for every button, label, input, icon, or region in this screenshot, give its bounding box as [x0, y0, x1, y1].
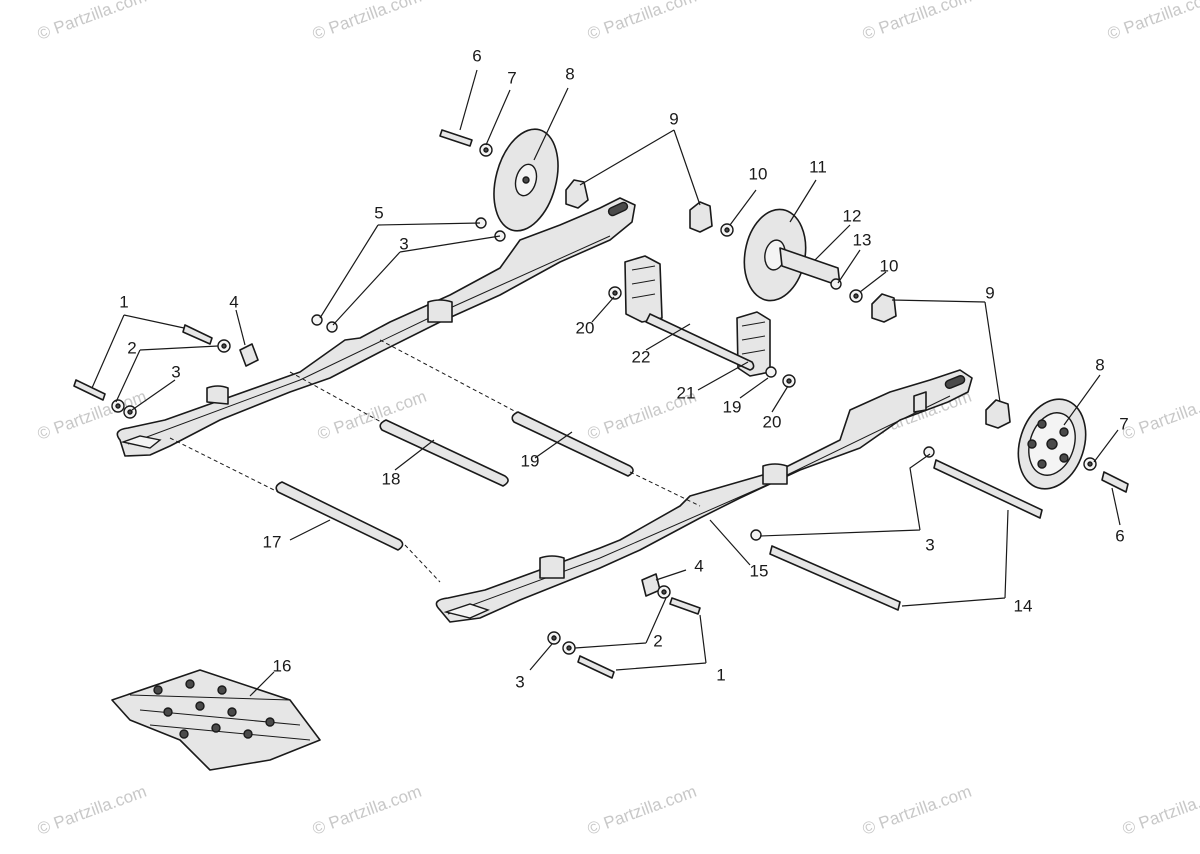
watermark: © Partzilla.com	[860, 0, 974, 44]
callout-9: 9	[669, 109, 678, 128]
watermark: © Partzilla.com	[1120, 782, 1200, 839]
callout-6: 6	[1115, 526, 1124, 545]
cross-shafts	[169, 339, 701, 583]
callout-8: 8	[1095, 355, 1104, 374]
callout-3: 3	[399, 234, 408, 253]
watermark: © Partzilla.com	[310, 782, 424, 839]
callout-22: 22	[632, 347, 651, 366]
idler-wheels	[493, 128, 1087, 490]
callout-13: 13	[853, 230, 872, 249]
callout-15: 15	[750, 561, 769, 580]
callout-2: 2	[653, 631, 662, 650]
callout-7: 7	[1119, 414, 1128, 433]
callout-19: 19	[521, 451, 540, 470]
callout-20: 20	[763, 412, 782, 431]
callout-14: 14	[1014, 596, 1033, 615]
callout-10: 10	[880, 256, 899, 275]
watermark: © Partzilla.com	[35, 0, 149, 44]
callout-19: 19	[723, 397, 742, 416]
watermark: © Partzilla.com	[585, 0, 699, 44]
callout-10: 10	[749, 164, 768, 183]
callout-11: 11	[809, 157, 827, 176]
callout-16: 16	[273, 656, 292, 675]
watermark: © Partzilla.com	[1105, 0, 1200, 44]
callout-1: 1	[716, 665, 725, 684]
callout-2: 2	[127, 338, 136, 357]
callout-5: 5	[374, 203, 383, 222]
callout-3: 3	[925, 535, 934, 554]
leader-lines	[91, 69, 1121, 697]
watermark: © Partzilla.com	[310, 0, 424, 44]
callout-3: 3	[171, 362, 180, 381]
watermark: © Partzilla.com	[585, 782, 699, 839]
callout-4: 4	[229, 292, 238, 311]
callout-6: 6	[472, 46, 481, 65]
callout-9: 9	[985, 283, 994, 302]
callout-20: 20	[576, 318, 595, 337]
callout-17: 17	[263, 532, 282, 551]
callout-21: 21	[677, 383, 696, 402]
callout-8: 8	[565, 64, 574, 83]
wear-strip-assembly	[111, 669, 321, 771]
callout-7: 7	[507, 68, 516, 87]
watermark: © Partzilla.com	[860, 782, 974, 839]
callout-4: 4	[694, 556, 703, 575]
callout-labels: 1 1 2 2 3 3 3 3 4 4 5 6 6 7 7 8 8 9 9 10…	[119, 46, 1128, 691]
callout-18: 18	[382, 469, 401, 488]
watermark: © Partzilla.com	[1120, 387, 1200, 444]
callout-3: 3	[515, 672, 524, 691]
right-slide-rail	[435, 369, 973, 623]
torque-arm-assembly	[608, 255, 796, 388]
fastener-hardware	[73, 129, 1129, 679]
callout-12: 12	[843, 206, 862, 225]
left-slide-rail	[116, 197, 636, 457]
watermark: © Partzilla.com	[35, 782, 149, 839]
callout-1: 1	[119, 292, 128, 311]
